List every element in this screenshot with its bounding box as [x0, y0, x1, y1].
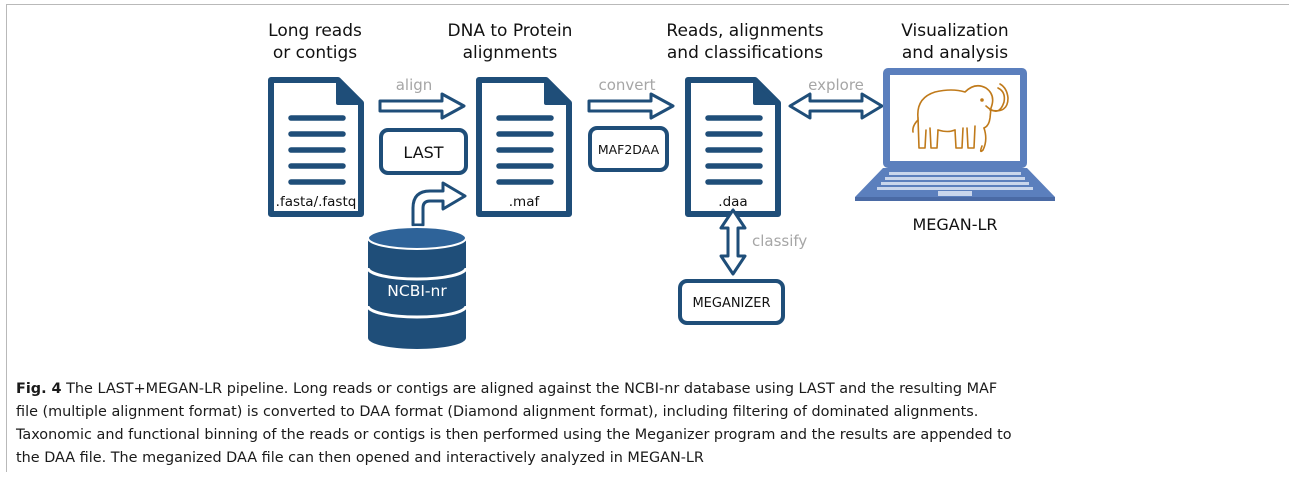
- frame-top-line: [6, 4, 1289, 5]
- daa-file-label: .daa: [718, 194, 747, 210]
- maf-file-icon: .maf: [476, 77, 572, 217]
- database-to-last-arrow: [411, 181, 467, 227]
- figure-caption: Fig. 4 The LAST+MEGAN-LR pipeline. Long …: [16, 378, 1016, 470]
- maf2daa-tool-label: MAF2DAA: [598, 142, 660, 157]
- meganizer-tool-box: MEGANIZER: [678, 279, 785, 325]
- explore-arrow: [788, 92, 884, 120]
- header-long-reads: Long reads or contigs: [268, 21, 362, 63]
- maf-file-label: .maf: [509, 194, 541, 210]
- classify-arrow-label: classify: [752, 232, 807, 250]
- last-tool-label: LAST: [403, 143, 443, 162]
- fasta-file-label: .fasta/.fastq: [276, 194, 357, 210]
- mammoth-icon: [912, 83, 1009, 153]
- daa-file-icon: .daa: [685, 77, 781, 217]
- frame-left-line: [6, 4, 7, 472]
- align-arrow: [378, 92, 466, 120]
- figure-caption-label: Fig. 4: [16, 381, 62, 397]
- convert-arrow: [587, 92, 675, 120]
- explore-arrow-label: explore: [808, 76, 864, 94]
- header-visualization: Visualization and analysis: [901, 21, 1009, 63]
- fasta-file-icon: .fasta/.fastq: [268, 77, 364, 217]
- align-arrow-label: align: [396, 76, 433, 94]
- figure-caption-text: The LAST+MEGAN-LR pipeline. Long reads o…: [16, 381, 1012, 466]
- database-icon: NCBI-nr: [366, 226, 468, 349]
- convert-arrow-label: convert: [598, 76, 655, 94]
- header-reads-alignments: Reads, alignments and classifications: [666, 21, 824, 63]
- database-label: NCBI-nr: [387, 282, 447, 300]
- last-tool-box: LAST: [379, 128, 468, 175]
- header-dna-protein: DNA to Protein alignments: [447, 21, 573, 63]
- maf2daa-tool-box: MAF2DAA: [588, 126, 669, 172]
- laptop-label: MEGAN-LR: [912, 215, 997, 234]
- meganizer-tool-label: MEGANIZER: [692, 296, 770, 311]
- classify-arrow: [719, 208, 747, 276]
